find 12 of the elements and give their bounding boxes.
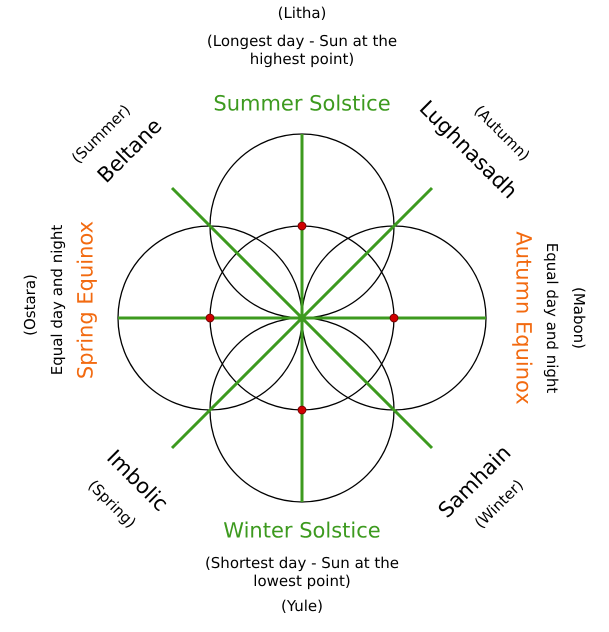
- solstice-label: Summer Solstice: [213, 91, 391, 117]
- equinox-label: Autumn Equinox: [510, 231, 536, 405]
- description-text: (Shortest day - Sun at the lowest point): [204, 554, 400, 590]
- season-note: (Yule): [280, 597, 324, 615]
- season-note: (Mabon): [570, 286, 588, 350]
- season-note: (Ostara): [21, 274, 39, 336]
- solstice-label: Winter Solstice: [223, 518, 381, 544]
- description-text: Equal day and night: [543, 242, 561, 394]
- season-note: (Litha): [278, 4, 326, 22]
- description-text: Equal day and night: [48, 224, 66, 376]
- equinox-label: Spring Equinox: [73, 220, 98, 380]
- description-text: (Longest day - Sun at the highest point): [206, 32, 398, 68]
